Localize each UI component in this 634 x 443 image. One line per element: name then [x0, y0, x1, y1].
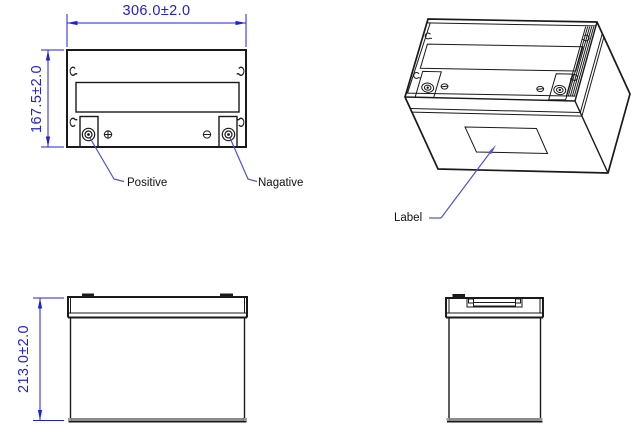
- terminal-cap: [220, 293, 233, 298]
- terminal-cap: [452, 294, 465, 298]
- hook-icon: [69, 66, 245, 128]
- negative-terminal-label: Nagative: [258, 176, 304, 189]
- top-view-linework: [66, 49, 247, 148]
- battery-outline-iso: [404, 18, 631, 174]
- positive-terminal: [81, 127, 96, 142]
- battery-outline-top: [66, 49, 247, 148]
- plus-circle-icon: [103, 130, 113, 139]
- label-area: [464, 126, 549, 155]
- negative-terminal-iso: [548, 73, 574, 101]
- carry-handle-recess: [466, 297, 523, 308]
- lid-outline-side: [445, 297, 544, 318]
- recessed-panel-iso: [419, 43, 584, 72]
- front-view-linework: [67, 293, 248, 423]
- recessed-panel: [75, 81, 240, 113]
- vent-rib-hatch: [565, 26, 595, 97]
- top-view-dimensions: [41, 14, 258, 183]
- negative-terminal: [221, 127, 236, 142]
- label-annotation: Label: [394, 211, 423, 224]
- minus-circle-icon: [202, 130, 212, 139]
- isometric-view-linework: [404, 18, 631, 219]
- negative-leader-line: [229, 137, 258, 183]
- front-view-dimensions: [33, 297, 64, 421]
- top-height-dimension: 167.5±2.0: [29, 64, 45, 133]
- label-leader-line: [429, 145, 496, 219]
- terminal-cap: [82, 293, 94, 298]
- screw-icon: [440, 83, 545, 93]
- positive-terminal-label: Positive: [127, 176, 168, 189]
- positive-terminal-housing: [79, 115, 99, 148]
- top-width-dimension: 306.0±2.0: [122, 3, 191, 19]
- side-view-linework: [445, 294, 544, 423]
- positive-leader-line: [89, 137, 125, 183]
- lid-outline-front: [67, 296, 248, 318]
- front-height-dimension: 213.0±2.0: [15, 324, 32, 394]
- negative-terminal-housing: [218, 115, 238, 148]
- positive-terminal-iso: [414, 70, 442, 99]
